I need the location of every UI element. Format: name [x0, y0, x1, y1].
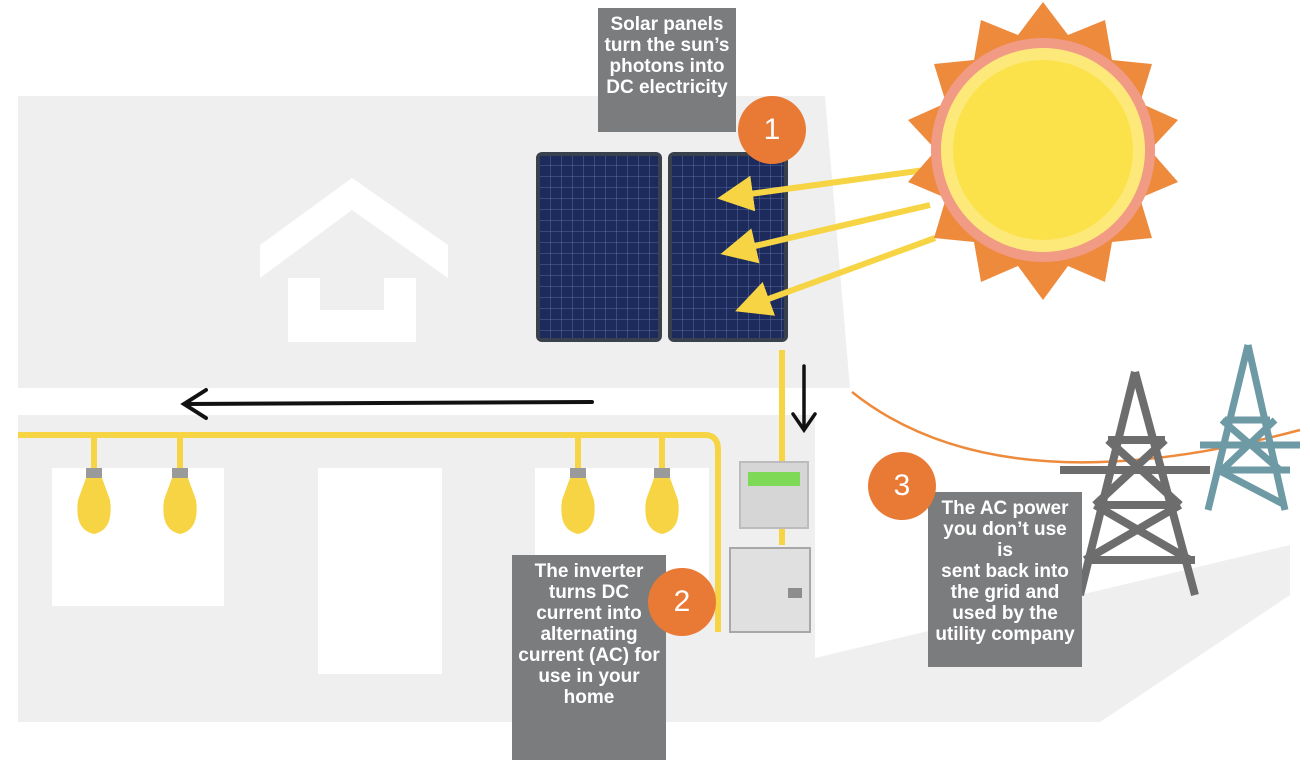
step-1-callout: Solar panels turn the sun’s photons into… — [598, 8, 736, 132]
light-bulb-icon — [561, 468, 595, 534]
step-1-badge: 1 — [738, 96, 806, 164]
meter-icon — [739, 461, 809, 529]
current-arrow — [180, 388, 594, 420]
window-left — [52, 468, 224, 606]
power-tower-icon — [1060, 370, 1210, 597]
callout-line: use in your — [538, 666, 640, 687]
light-bulb-icon — [645, 468, 679, 534]
callout-line: current (AC) for — [518, 645, 660, 666]
callout-line: photons into — [609, 56, 725, 77]
door — [318, 468, 442, 674]
callout-line: The AC power — [941, 498, 1069, 519]
current-arrow — [791, 364, 817, 434]
sun-icon — [908, 2, 1178, 300]
house-icon — [260, 178, 448, 342]
callout-line: the grid and — [950, 582, 1060, 603]
solar-panel-icon — [536, 152, 662, 342]
callout-line: turn the sun’s — [604, 35, 730, 56]
light-bulb-icon — [77, 468, 111, 534]
callout-line: utility company — [935, 624, 1075, 645]
step-2-callout: The inverter turns DC current into alter… — [512, 555, 666, 760]
callout-line: current into — [536, 603, 642, 624]
callout-line: The inverter — [534, 561, 644, 582]
light-bulb-icon — [163, 468, 197, 534]
callout-line: used by the — [952, 603, 1058, 624]
step-3-badge: 3 — [868, 452, 936, 520]
callout-line: alternating — [540, 624, 638, 645]
sun-ray-arrow — [717, 167, 937, 316]
callout-line: sent back into — [941, 561, 1069, 582]
step-2-badge: 2 — [648, 568, 716, 636]
callout-line: turns DC — [548, 582, 630, 603]
step-3-callout: The AC power you don’t use is sent back … — [928, 492, 1082, 667]
inverter-icon — [729, 547, 811, 633]
power-tower-icon — [1200, 344, 1300, 511]
solar-panel-icon — [668, 152, 788, 342]
callout-line: DC electricity — [606, 77, 728, 98]
callout-line: Solar panels — [610, 14, 724, 35]
callout-line: you don’t use is — [943, 519, 1067, 561]
callout-line: home — [563, 687, 615, 708]
